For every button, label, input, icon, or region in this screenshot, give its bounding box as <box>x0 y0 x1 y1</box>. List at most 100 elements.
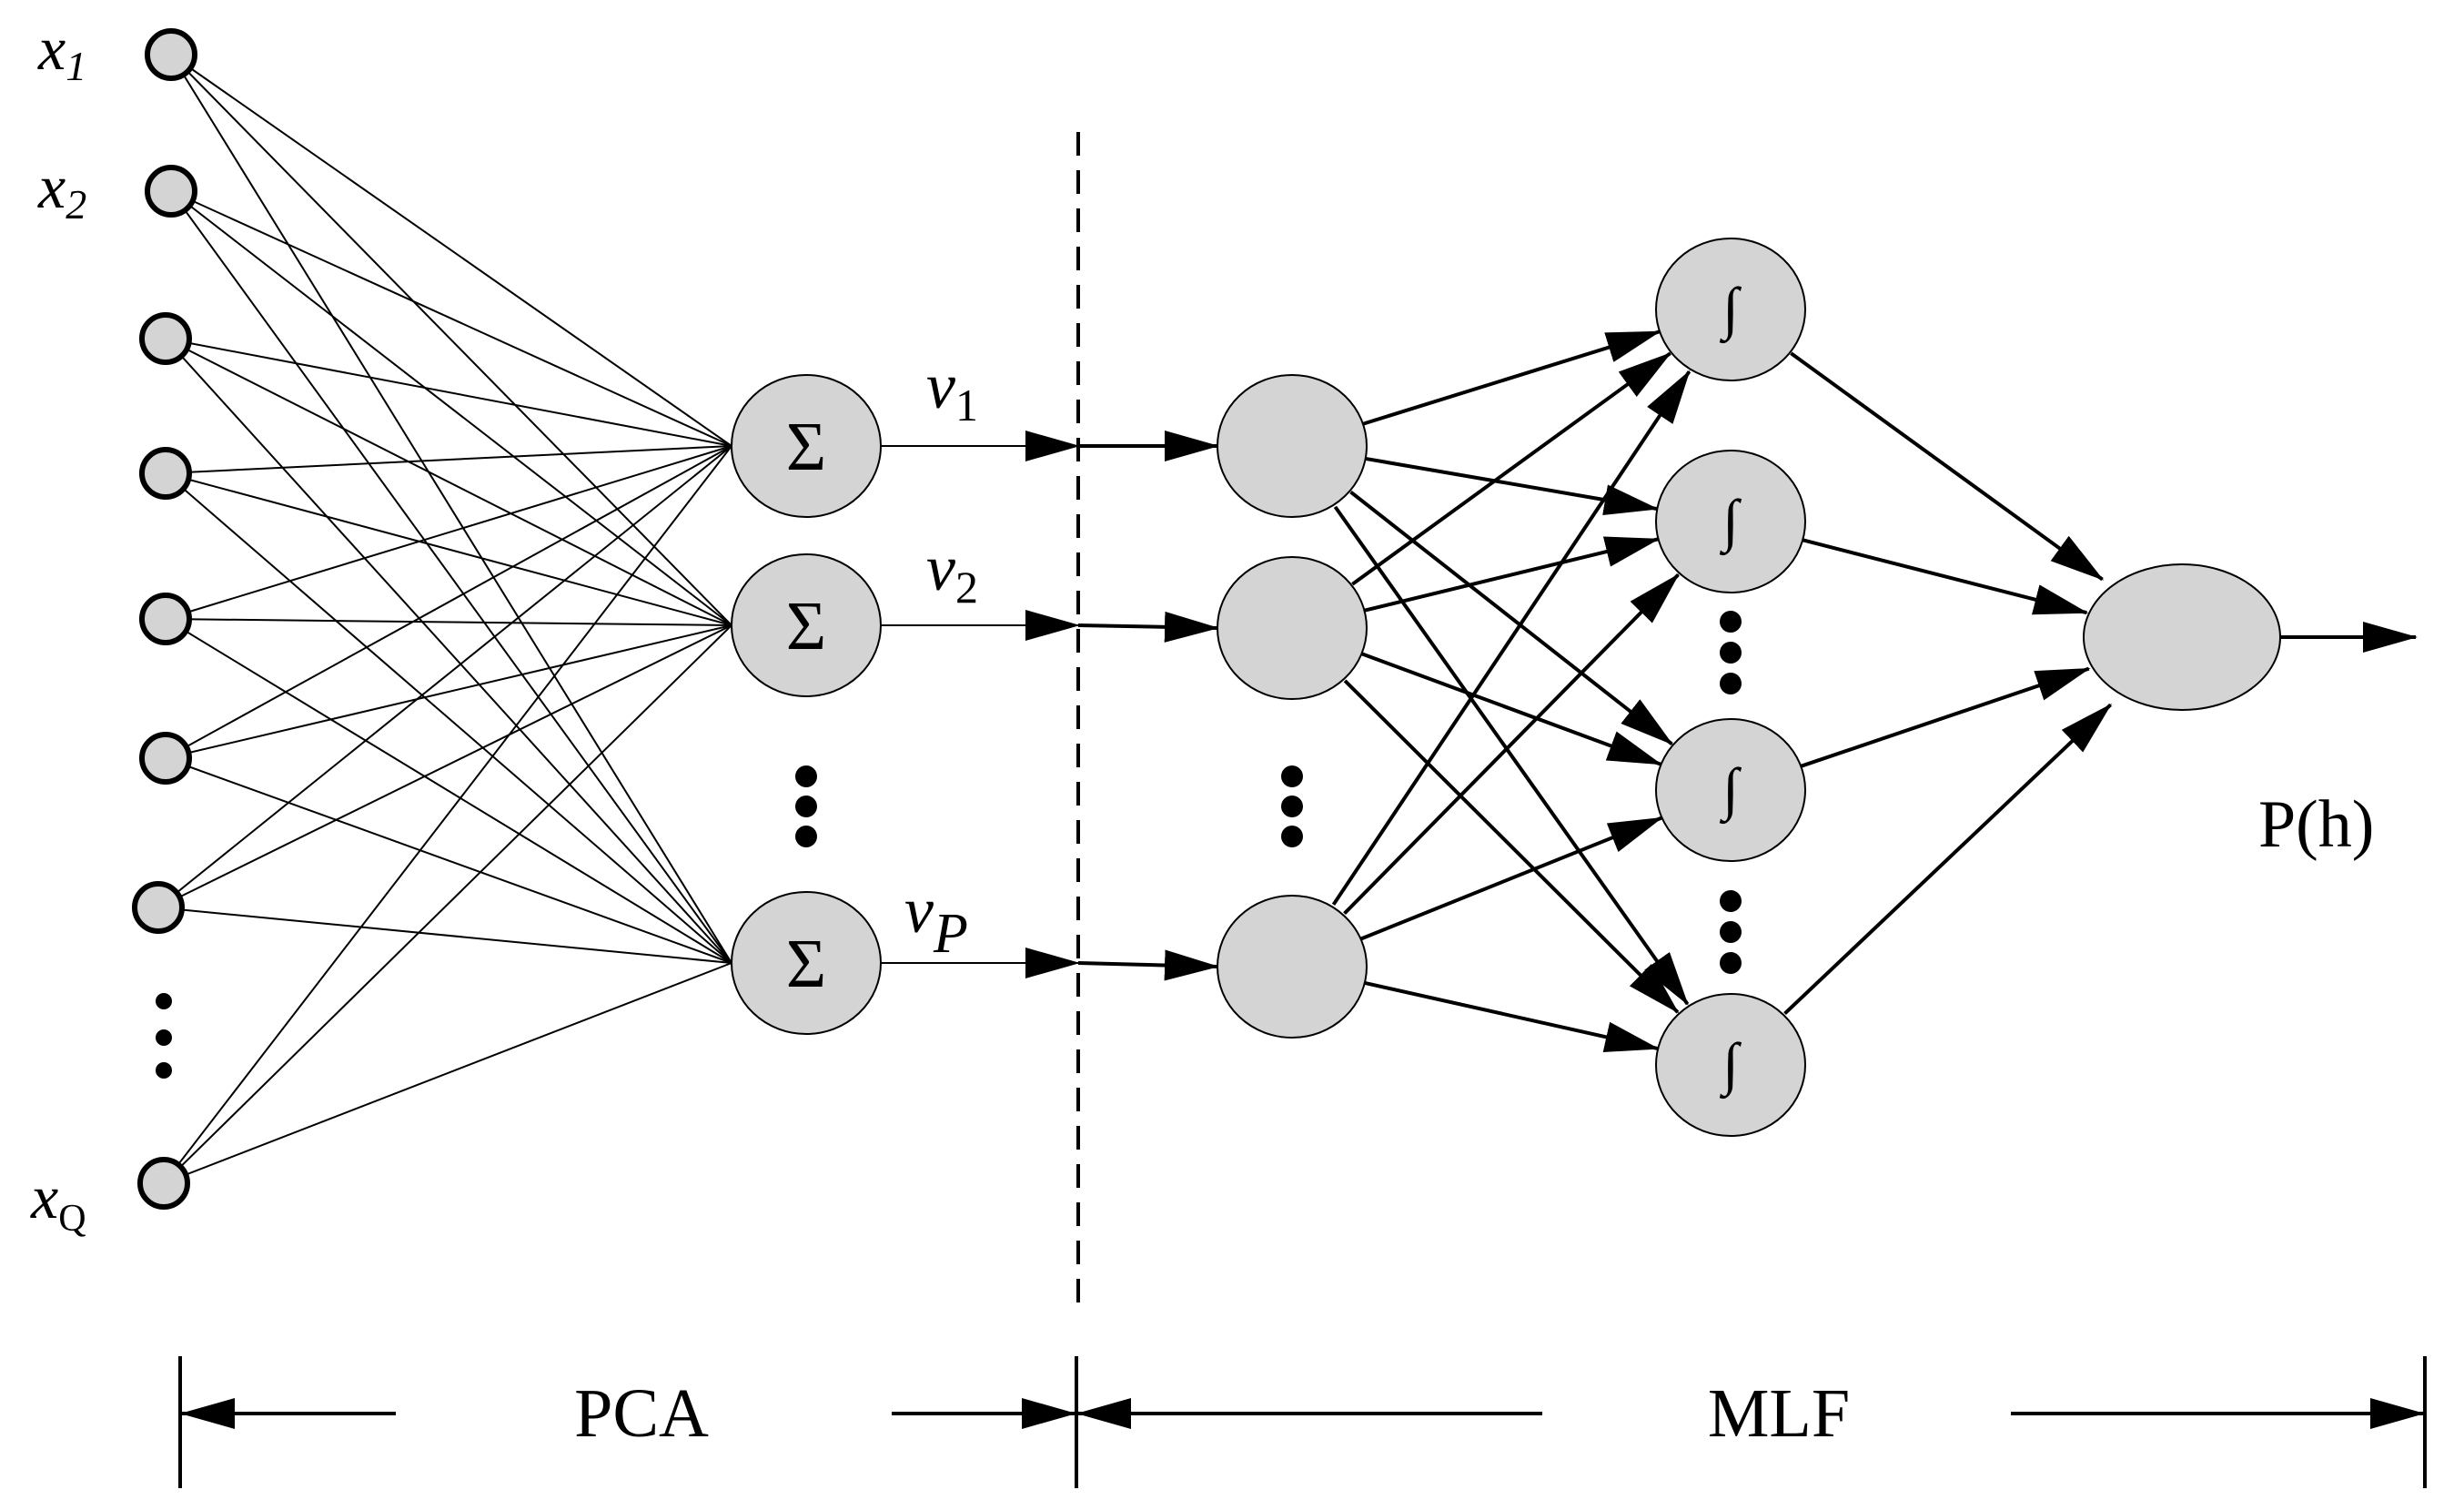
mlf-input-to-hidden-arrow <box>1331 370 1691 906</box>
ellipsis-dot <box>795 826 817 847</box>
summation-symbol: Σ <box>786 409 826 485</box>
ellipsis-dot <box>156 1029 172 1046</box>
integral-symbol: ∫ <box>1719 488 1742 556</box>
input-to-pca-connection <box>157 624 732 908</box>
pca-summation-node <box>731 374 882 518</box>
integral-symbol: ∫ <box>1719 276 1742 344</box>
ellipsis-dot <box>795 796 817 817</box>
input-to-pca-connection <box>170 190 732 447</box>
mlf-input-to-hidden-arrow <box>1360 816 1663 941</box>
hidden-to-output-arrow <box>1783 703 2113 1016</box>
input-label-x2: x2 <box>37 152 86 228</box>
hidden-to-output-arrow <box>1802 538 2089 615</box>
hidden-to-output-arrow <box>1790 351 2105 582</box>
pca-output-connections <box>881 431 1219 981</box>
section-brackets <box>178 1356 2427 1488</box>
input-to-pca-connection <box>165 338 732 964</box>
input-to-pca-connection <box>163 624 732 1184</box>
section-label-mlf: MLF <box>1708 1375 1850 1452</box>
summation-symbol: Σ <box>786 926 826 1002</box>
ellipsis-dot <box>1720 642 1742 664</box>
mlf-input-to-hidden-arrow <box>1364 980 1660 1052</box>
summation-symbol: Σ <box>786 588 826 664</box>
mlf-hidden-node <box>1655 238 1806 381</box>
input-to-pca-connection <box>165 624 732 759</box>
hidden-to-output-arrow <box>1801 666 2091 768</box>
mlf-input-node <box>1217 556 1368 700</box>
input-to-pca-connection <box>165 618 732 626</box>
pca-output-label-v2: v2 <box>926 532 978 613</box>
mlf-hidden-node <box>1655 450 1806 593</box>
ellipsis-dot <box>1281 796 1303 817</box>
input-to-pca-connection <box>165 338 732 626</box>
integral-symbol: ∫ <box>1719 756 1742 825</box>
input-node <box>137 1157 190 1210</box>
input-to-pca-connection <box>163 445 732 1184</box>
mlf-input-to-hidden-arrow <box>1343 573 1680 916</box>
output-node <box>2083 563 2281 711</box>
mlf-input-node <box>1217 895 1368 1039</box>
ellipsis-dot <box>1720 921 1742 943</box>
input-to-pca-connection <box>165 618 732 964</box>
integral-symbol: ∫ <box>1719 1031 1742 1100</box>
input-label-x1: x1 <box>37 14 86 89</box>
ellipsis-dot <box>1720 952 1742 974</box>
mlf-input-arrow <box>1077 949 1219 981</box>
input-to-pca-connection <box>170 54 732 964</box>
pca-output-label-vp: vP <box>904 874 968 965</box>
ellipsis-dot <box>1720 890 1742 912</box>
mlf-hidden-node <box>1655 718 1806 862</box>
output-label: P(h) <box>2258 787 2374 862</box>
mlf-input-arrow <box>1077 611 1219 643</box>
input-to-pca-connection <box>157 445 732 908</box>
input-to-pca-connection <box>157 907 732 964</box>
input-node <box>139 732 192 785</box>
input-to-pca-connection <box>165 472 732 626</box>
mlf-input-to-hidden-arrow <box>1349 491 1674 745</box>
mlf-input-node <box>1217 374 1368 518</box>
pca-output-label-v1: v1 <box>926 350 978 431</box>
input-node <box>139 312 192 365</box>
mlf-input-nodes <box>1217 374 1368 1039</box>
output-node-group <box>2083 563 2281 711</box>
input-to-pca-connection <box>170 54 732 626</box>
input-to-pca-connection <box>165 445 732 620</box>
ellipsis-dot <box>156 993 172 1009</box>
input-to-pca-connection <box>165 445 732 474</box>
input-to-pca-connection <box>165 338 732 447</box>
pca-summation-node <box>731 891 882 1035</box>
input-to-pca-connections <box>157 54 732 1184</box>
input-label-xq: xQ <box>30 1162 86 1240</box>
input-to-pca-connection <box>170 190 732 964</box>
ellipsis-dot <box>1720 611 1742 633</box>
input-node <box>145 165 197 218</box>
pca-nodes: Σ Σ Σ <box>731 374 882 1035</box>
pca-summation-node <box>731 553 882 697</box>
input-node <box>139 593 192 645</box>
input-to-pca-connection <box>170 190 732 626</box>
mlf-input-to-hidden-arrow <box>1351 351 1672 586</box>
input-to-pca-connection <box>163 962 732 1184</box>
ellipsis-dot <box>156 1062 172 1079</box>
section-label-pca: PCA <box>574 1375 709 1452</box>
mlf-input-to-hidden-arrow <box>1361 652 1662 766</box>
input-to-pca-connection <box>170 54 732 447</box>
input-node <box>139 447 192 500</box>
mlf-hidden-node <box>1655 993 1806 1137</box>
input-to-pca-connection <box>165 472 732 964</box>
mlf-hidden-nodes: ∫ ∫ ∫ ∫ <box>1655 238 1806 1137</box>
mlf-input-to-hidden-arrow <box>1333 505 1690 1006</box>
input-nodes <box>132 28 197 1210</box>
input-node <box>145 28 197 81</box>
input-to-pca-connection <box>165 757 732 964</box>
mlf-input-to-hidden-arrow <box>1343 679 1680 1014</box>
input-to-pca-connection <box>165 445 732 759</box>
ellipsis-dots <box>156 611 1742 1079</box>
mlf-input-to-hidden-arrow <box>1364 536 1661 613</box>
input-node <box>132 881 185 934</box>
mlf-input-to-hidden-arrow <box>1362 329 1661 426</box>
ellipsis-dot <box>1720 673 1742 694</box>
ellipsis-dot <box>795 765 817 787</box>
mlf-input-to-hidden-arrow <box>1365 456 1660 515</box>
